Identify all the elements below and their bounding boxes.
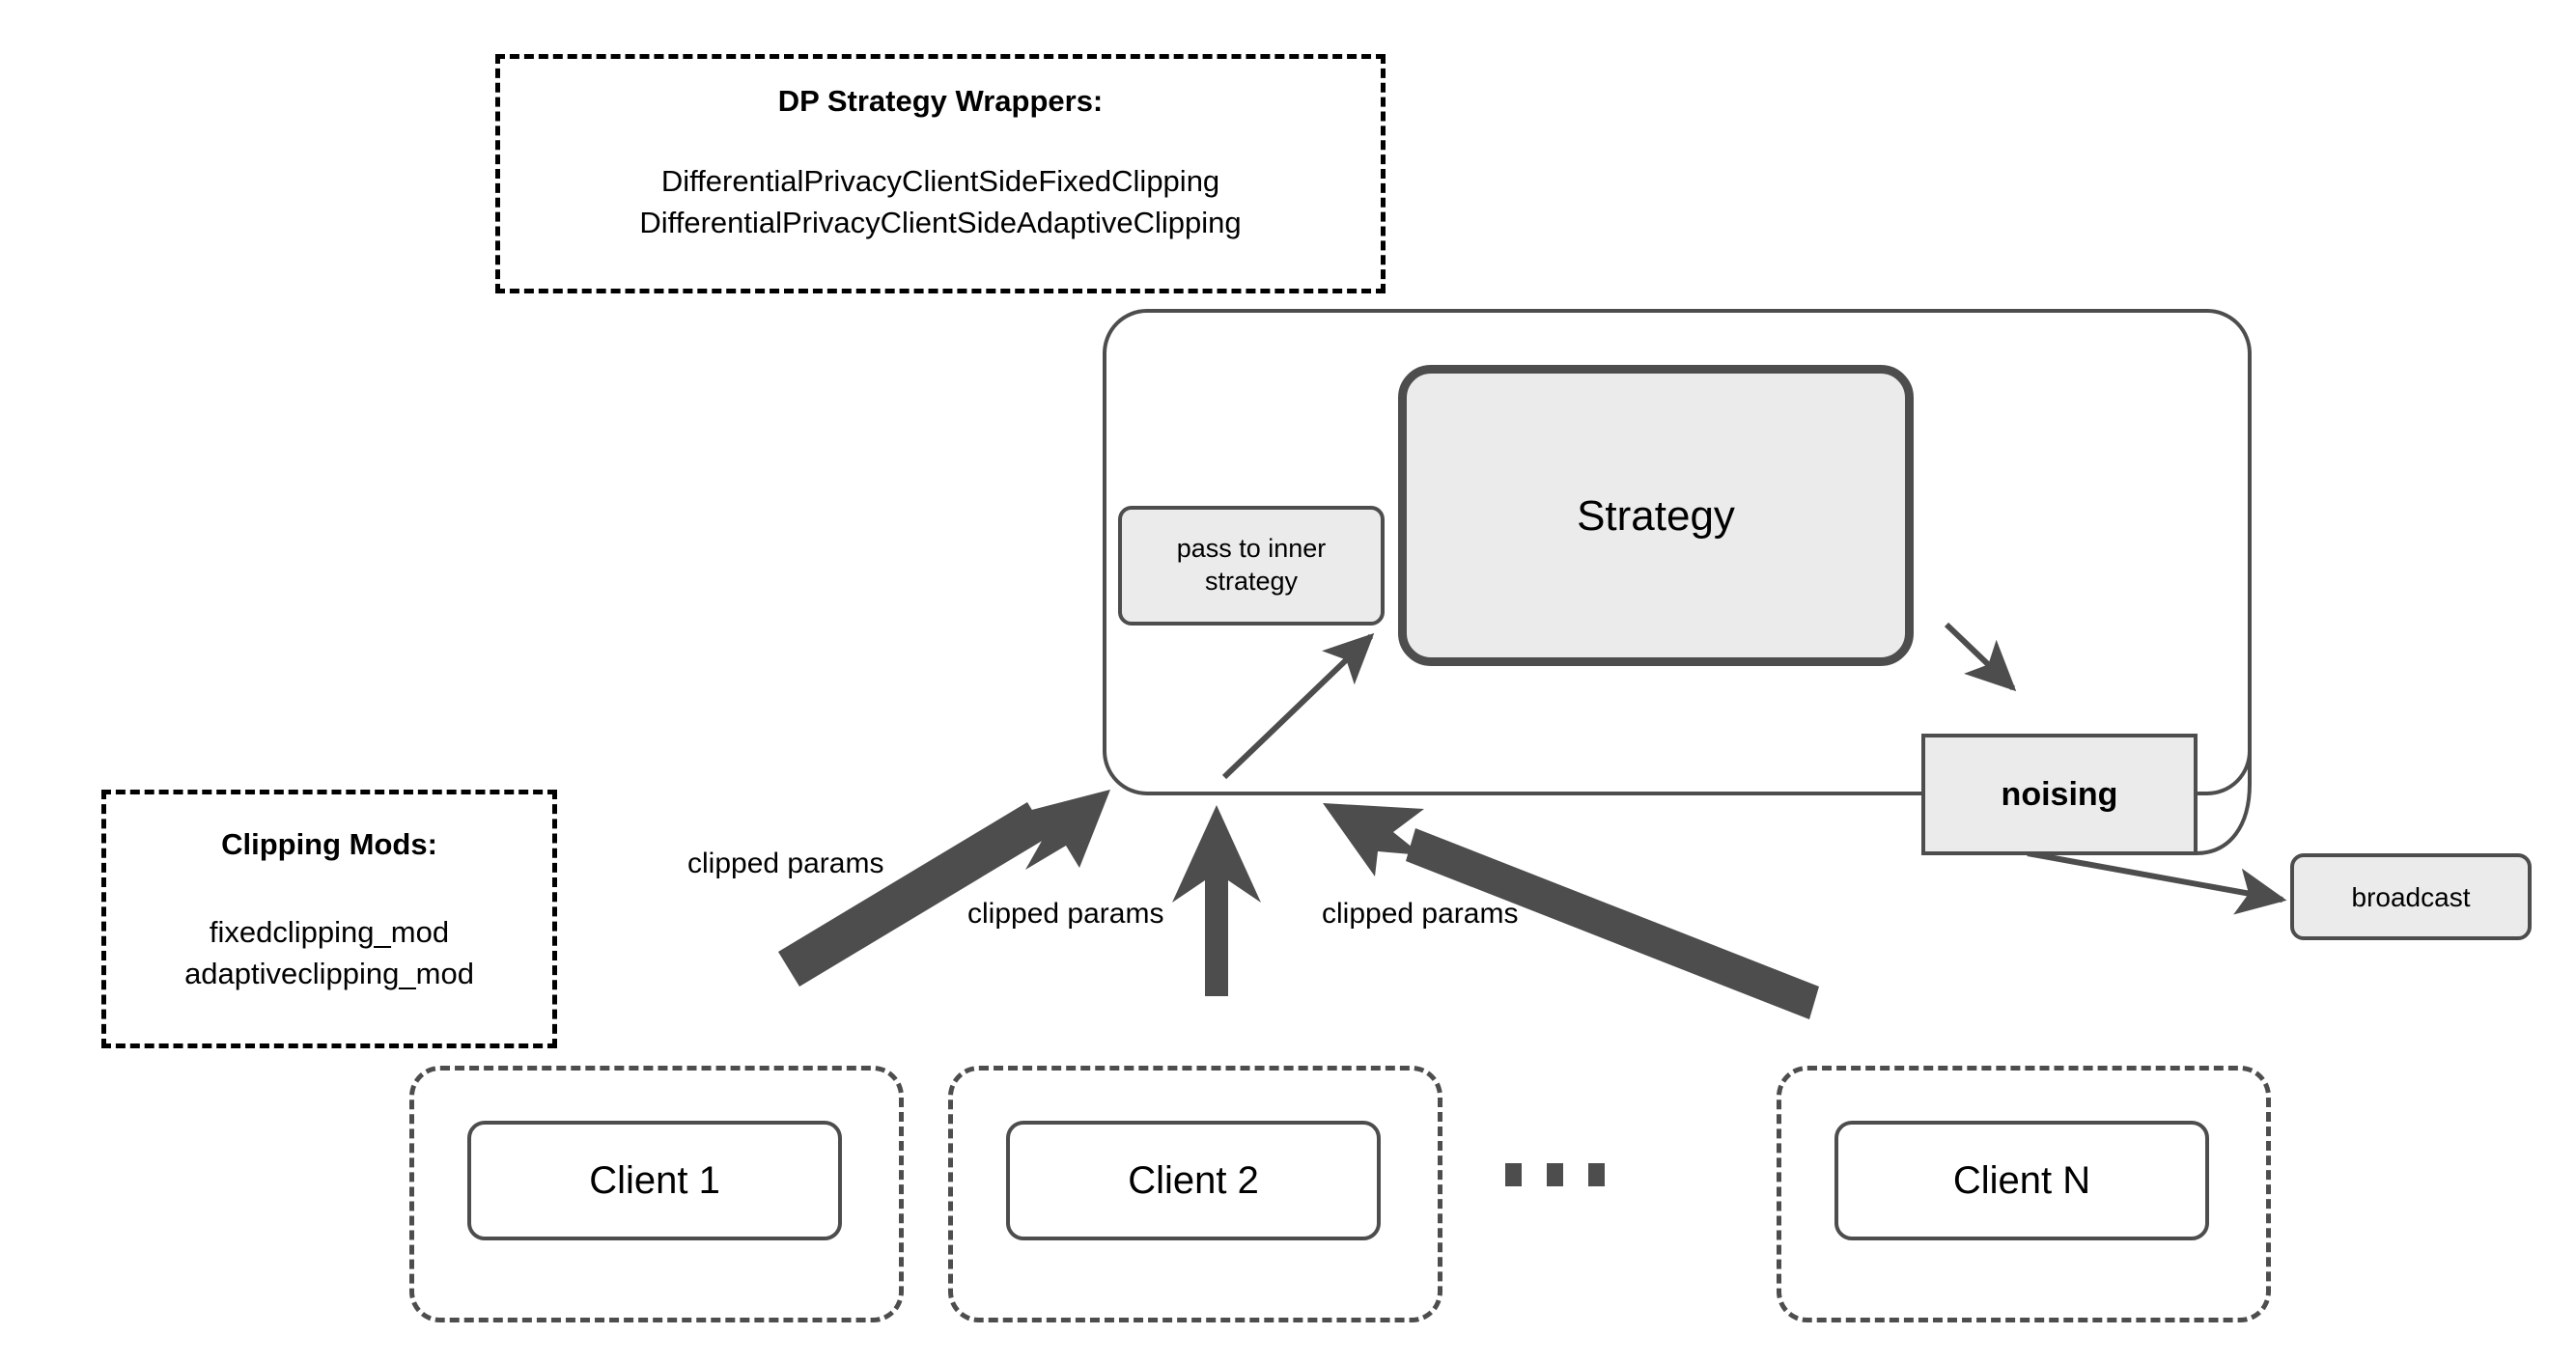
edge-label-clipped-params-3: clipped params [1322, 898, 1519, 930]
client-group-1: Client 1 [409, 1066, 904, 1322]
dp-strategy-wrappers-legend: DP Strategy Wrappers: DifferentialPrivac… [495, 54, 1386, 293]
dp-strategy-wrappers-title: DP Strategy Wrappers: [777, 84, 1104, 118]
server-container [1103, 309, 2252, 795]
strategy-label: Strategy [1577, 491, 1735, 540]
broadcast-box[interactable]: broadcast [2290, 853, 2532, 940]
client-label-2: Client 2 [1128, 1159, 1259, 1202]
broadcast-label: broadcast [2351, 881, 2471, 912]
clipping-mods-legend: Clipping Mods: fixedclipping_mod adaptiv… [101, 790, 557, 1048]
client-label-n: Client N [1952, 1159, 2091, 1202]
clipping-mods-title: Clipping Mods: [221, 827, 437, 861]
client-box-2[interactable]: Client 2 [1006, 1121, 1381, 1240]
clipping-mods-item-1: adaptiveclipping_mod [184, 956, 474, 990]
edge-label-clipped-params-1: clipped params [687, 848, 884, 879]
noising-box[interactable]: noising [1921, 734, 2198, 855]
edge-client2-server [1172, 805, 1261, 996]
edge-label-clipped-params-2: clipped params [967, 898, 1164, 930]
edge-noising-broadcast [2027, 850, 2287, 915]
client-group-n: Client N [1777, 1066, 2271, 1322]
pass-to-inner-strategy-box[interactable]: pass to inner strategy [1118, 506, 1385, 626]
client-label-1: Client 1 [589, 1159, 720, 1202]
client-box-1[interactable]: Client 1 [467, 1121, 842, 1240]
pass-to-inner-strategy-label: pass to inner strategy [1176, 534, 1327, 596]
noising-label: noising [2001, 775, 2118, 813]
clipping-mods-item-0: fixedclipping_mod [209, 915, 450, 949]
dp-strategy-wrappers-item-1: DifferentialPrivacyClientSideAdaptiveCli… [639, 205, 1242, 239]
client-group-2: Client 2 [948, 1066, 1442, 1322]
edge-client1-server [778, 790, 1110, 987]
dp-strategy-wrappers-item-0: DifferentialPrivacyClientSideFixedClippi… [660, 164, 1220, 198]
clients-ellipsis-icon [1505, 1163, 1605, 1186]
strategy-box[interactable]: Strategy [1398, 365, 1914, 666]
client-box-n[interactable]: Client N [1834, 1121, 2209, 1240]
